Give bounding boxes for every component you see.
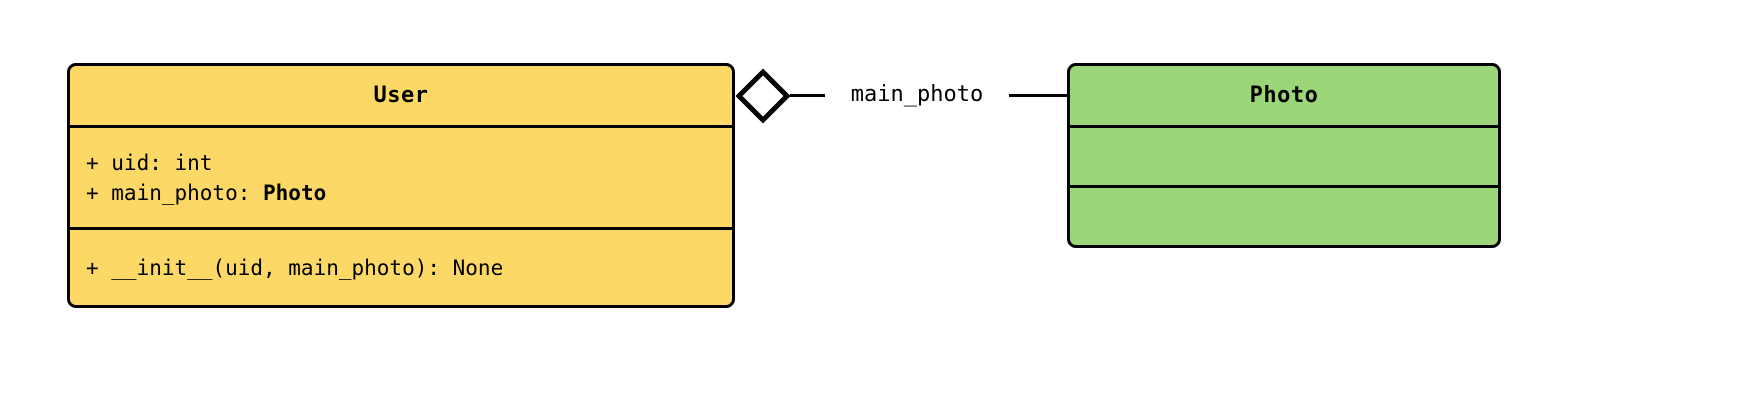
uml-class-user[interactable]: User + uid: int + main_photo: Photo + __… [67,63,735,308]
aggregation-diamond-icon [735,68,791,124]
uml-class-photo-methods [1070,185,1498,245]
uml-class-photo[interactable]: Photo [1067,63,1501,248]
association-line-left [790,94,825,97]
uml-attribute-main-photo-type: Photo [263,180,327,205]
uml-attribute-main-photo-prefix: + main_photo: [86,180,264,205]
uml-class-photo-attributes [1070,125,1498,185]
uml-attribute-main-photo: + main_photo: Photo [86,178,716,208]
uml-class-photo-title: Photo [1249,83,1319,108]
uml-attribute-uid: + uid: int [86,150,213,175]
uml-class-user-methods: + __init__(uid, main_photo): None [70,227,732,305]
uml-class-user-attributes: + uid: int + main_photo: Photo [70,125,732,227]
association-label-main-photo: main_photo [825,80,1009,110]
uml-method-init: + __init__(uid, main_photo): None [86,255,504,280]
association-line-right [1009,94,1067,97]
uml-class-user-title: User [373,83,429,108]
